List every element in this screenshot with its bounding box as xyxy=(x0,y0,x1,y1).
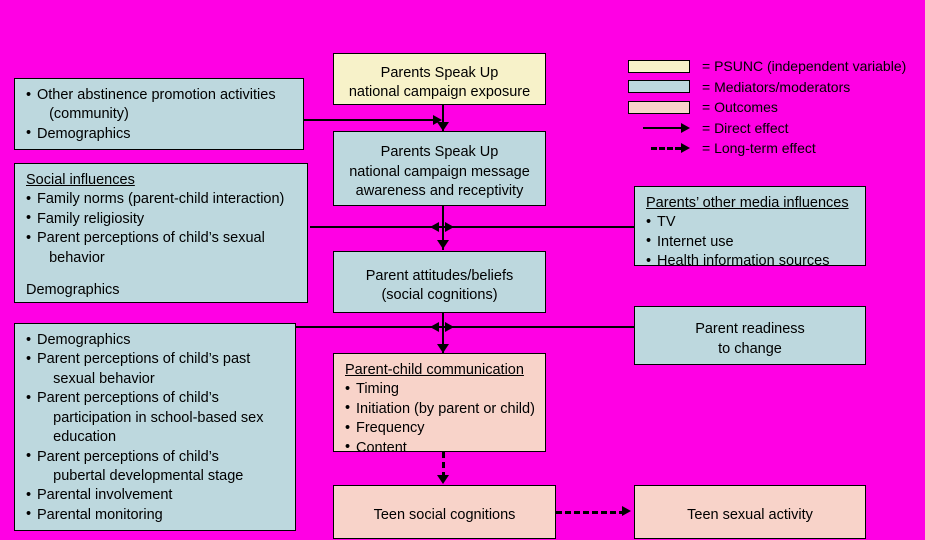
arrowhead-attitudes-to-communication xyxy=(437,344,449,353)
legend-swatch-key xyxy=(628,100,690,114)
box-line: Teen sexual activity xyxy=(687,507,813,524)
dashed-arrow-icon xyxy=(628,141,690,155)
mediator-color-swatch xyxy=(628,80,690,94)
box-parents-other-media-influences[interactable]: Parents’ other media influences TV Inter… xyxy=(634,186,866,272)
box-title: Parents’ other media influences xyxy=(646,195,849,211)
connector-attitudes-to-communication xyxy=(442,312,444,354)
legend-label: = Mediators/moderators xyxy=(702,78,851,95)
arrow-head xyxy=(681,122,690,133)
list-item: Parent perceptions of child’s participat… xyxy=(26,389,286,447)
box-line: Parent attitudes/beliefs xyxy=(365,267,514,284)
legend-label: = Long-term effect xyxy=(702,140,816,157)
box-line: Parent readiness xyxy=(695,321,805,338)
box-social-influences[interactable]: Social influences Family norms (parent-c… xyxy=(14,163,308,303)
connector-social-influences-to-spine xyxy=(310,226,640,228)
list-item: Demographics xyxy=(26,330,286,350)
list-item: Timing xyxy=(345,380,536,400)
legend-row-direct-effect: = Direct effect xyxy=(628,118,906,139)
connector-exposure-to-awareness xyxy=(442,104,444,131)
connector-teen-cognitions-to-sexual-activity xyxy=(556,511,625,514)
list-item: Other abstinence promotion activities (c… xyxy=(26,86,294,125)
list-item: Initiation (by parent or child) xyxy=(345,399,536,419)
list-item: Parent perceptions of child’s pubertal d… xyxy=(26,447,286,487)
box-line: national campaign message xyxy=(349,163,530,180)
connector-demographics-to-spine xyxy=(296,326,640,328)
arrowhead-spine-right-low xyxy=(445,321,454,332)
psunc-color-swatch xyxy=(628,59,690,73)
box-psunc-message-awareness[interactable]: Parents Speak Up national campaign messa… xyxy=(333,131,546,206)
arrowhead-teen-cognitions-to-sexual-activity xyxy=(622,506,631,516)
list-item: Parent perceptions of child’s sexual beh… xyxy=(26,229,298,268)
list-item: Parental monitoring xyxy=(26,505,286,525)
arrowhead-exposure-to-awareness xyxy=(437,122,449,131)
list-item: Demographics xyxy=(26,124,294,144)
legend-row-psunc: = PSUNC (independent variable) xyxy=(628,56,906,77)
box-teen-sexual-activity[interactable]: Teen sexual activity xyxy=(634,485,866,539)
box-line: national campaign exposure xyxy=(348,84,531,100)
list-item: Frequency xyxy=(345,419,536,439)
legend-row-mediators: = Mediators/moderators xyxy=(628,77,906,98)
list-item: Family religiosity xyxy=(26,209,298,229)
arrowhead-awareness-to-attitudes xyxy=(437,240,449,249)
box-psunc-campaign-exposure[interactable]: Parents Speak Up national campaign expos… xyxy=(333,53,546,105)
arrowhead-abstinence-to-spine xyxy=(433,114,442,125)
legend-label: = PSUNC (independent variable) xyxy=(702,58,907,75)
arrow-shaft-dashed xyxy=(651,146,681,150)
legend-row-outcomes: = Outcomes xyxy=(628,97,906,118)
box-footer-text: Demographics xyxy=(26,282,120,299)
legend-swatch-key xyxy=(628,80,690,94)
box-line: awareness and receptivity xyxy=(355,183,524,200)
legend-row-long-term-effect: = Long-term effect xyxy=(628,138,906,159)
arrowhead-spine-left-mid xyxy=(430,221,439,232)
connector-awareness-to-attitudes xyxy=(442,206,444,250)
box-other-abstinence-promotion[interactable]: Other abstinence promotion activities (c… xyxy=(14,78,304,150)
box-line: (social cognitions) xyxy=(381,287,498,303)
arrow-head xyxy=(681,143,690,154)
arrowhead-communication-to-teen-cognitions xyxy=(437,475,449,484)
legend-label: = Direct effect xyxy=(702,119,789,136)
box-parent-child-communication[interactable]: Parent-child communication Timing Initia… xyxy=(333,353,546,458)
box-parent-attitudes-beliefs[interactable]: Parent attitudes/beliefs (social cogniti… xyxy=(333,251,546,313)
legend-label: = Outcomes xyxy=(702,99,778,116)
arrowhead-spine-right-mid xyxy=(445,221,454,232)
spacer xyxy=(26,268,298,281)
outcome-color-swatch xyxy=(628,100,690,114)
arrow-shaft xyxy=(643,126,681,129)
box-line: to change xyxy=(718,340,782,357)
box-line: Teen social cognitions xyxy=(373,507,516,524)
list-item: Health information sources xyxy=(646,252,856,272)
list-item: Content xyxy=(345,438,536,458)
box-line: Parents Speak Up xyxy=(380,144,499,161)
list-item: Family norms (parent-child interaction) xyxy=(26,190,298,210)
box-line: Parents Speak Up xyxy=(380,64,499,81)
connector-abstinence-to-spine xyxy=(303,119,435,121)
legend-swatch-key xyxy=(628,59,690,73)
legend: = PSUNC (independent variable) = Mediato… xyxy=(628,56,906,159)
list-item: Parental involvement xyxy=(26,486,286,506)
box-parent-demographics[interactable]: Demographics Parent perceptions of child… xyxy=(14,323,296,531)
arrowhead-spine-left-low xyxy=(430,321,439,332)
solid-arrow-icon xyxy=(628,121,690,135)
box-title: Social influences xyxy=(26,172,135,188)
list-item: TV xyxy=(646,213,856,233)
connector-communication-to-teen-cognitions xyxy=(442,452,445,478)
box-title: Parent-child communication xyxy=(345,362,524,378)
list-item: Internet use xyxy=(646,232,856,252)
box-parent-readiness-to-change[interactable]: Parent readiness to change xyxy=(634,306,866,365)
box-teen-social-cognitions[interactable]: Teen social cognitions xyxy=(333,485,556,539)
list-item: Parent perceptions of child’s past sexua… xyxy=(26,350,286,389)
